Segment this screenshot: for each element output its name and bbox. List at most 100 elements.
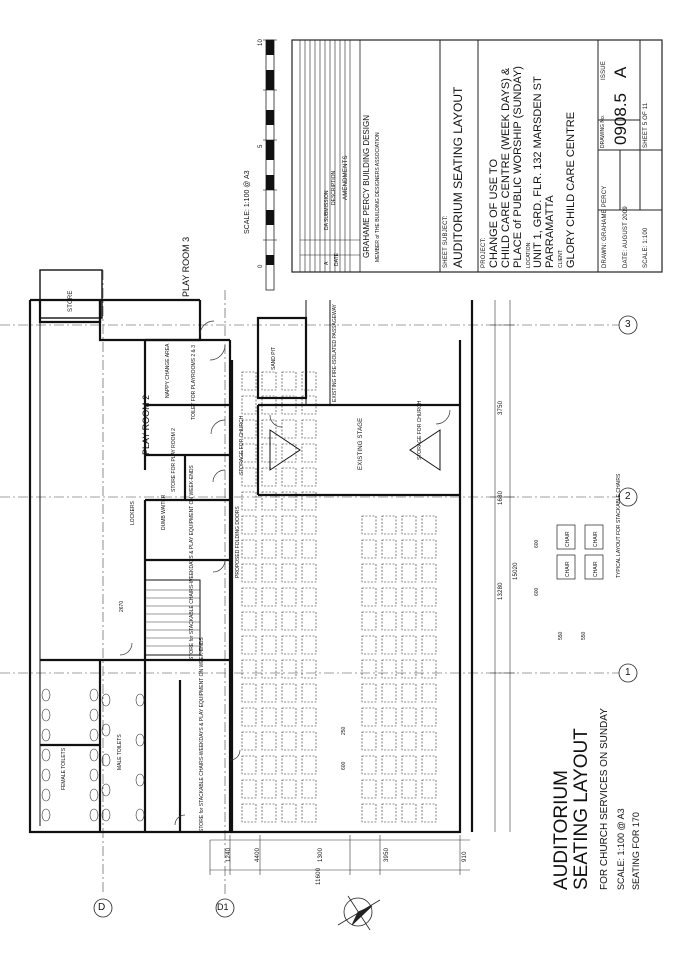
room-female: FEMALE TOILETS (61, 747, 67, 790)
chair-block-120 (421, 611, 437, 631)
chair-block-28 (261, 563, 277, 583)
grid-label-d: D (98, 902, 106, 913)
dim-left-5: 910 (462, 851, 468, 862)
grid-bubble-d1 (215, 898, 235, 918)
chair-block-58 (301, 371, 317, 391)
chair-block-114 (401, 779, 417, 799)
chair-block-109 (401, 659, 417, 679)
chair-block-81 (361, 611, 377, 631)
tb-project-l1: CHANGE OF USE TO (488, 158, 500, 268)
chair-block-106 (401, 587, 417, 607)
chair-block-15 (241, 707, 257, 727)
dim-left-1: 1240 (226, 847, 232, 862)
dim-chair-w-2: 550 (581, 631, 587, 640)
scale-tick-5: 5 (258, 144, 264, 148)
tb-issue-a-small: A (324, 261, 330, 265)
room-store-chairs-2: STORE for STACKABLE CHAIRS-WEEKDAYS & PL… (199, 637, 205, 832)
room-passageway: EXISTING FIRE-ISOLATED PASSAGEWAY (332, 304, 338, 402)
chair-block-12 (241, 635, 257, 655)
chair-block-86 (361, 731, 377, 751)
chair-block-20 (261, 371, 277, 391)
tb-sheet: SHEET 5 OF 11 (643, 102, 649, 148)
chair-block-107 (401, 611, 417, 631)
tb-sheet-subject: AUDITORIUM SEATING LAYOUT (451, 86, 465, 268)
chair-block-26 (261, 515, 277, 535)
chair-block-56 (281, 779, 297, 799)
chair-block-45 (281, 515, 297, 535)
chair-block-92 (381, 563, 397, 583)
chair-block-97 (381, 683, 397, 703)
tb-da-submission: DA SUBMISSION (324, 190, 330, 230)
chair-block-85 (361, 707, 377, 727)
tb-designer: GRAHAME PERCY BUILDING DESIGN (362, 115, 371, 258)
chair-block-73 (301, 731, 317, 751)
scale-label: SCALE: 1:100 @ A3 (244, 170, 251, 234)
tb-client-label: CLIENT: (558, 249, 564, 268)
tb-location-l1: UNIT 1, GRD. FLR. 132 MARSDEN ST (532, 76, 544, 268)
chair-block-53 (281, 707, 297, 727)
chair-block-119 (421, 587, 437, 607)
chair-block-19 (241, 803, 257, 823)
title-seating: SEATING FOR 170 (631, 812, 641, 890)
chair-block-68 (301, 611, 317, 631)
tb-date-small: DATE (334, 253, 340, 266)
grid-bubble-2 (618, 487, 638, 507)
tb-issue-label: ISSUE (601, 60, 607, 80)
chair-block-11 (241, 611, 257, 631)
chair-block-101 (381, 779, 397, 799)
chair-block-84 (361, 683, 377, 703)
chair-block-38 (261, 803, 277, 823)
chair-block-103 (401, 515, 417, 535)
chair-block-5 (241, 467, 257, 487)
chair-block-80 (361, 587, 377, 607)
title-line2: SEATING LAYOUT (571, 728, 592, 890)
chair-block-110 (401, 683, 417, 703)
chair-block-21 (261, 395, 277, 415)
dim-misc: 2670 (119, 600, 125, 612)
chair-block-123 (421, 683, 437, 703)
chair-block-60 (301, 419, 317, 439)
tb-scale: SCALE: 1:100 (643, 227, 649, 268)
chair-block-7 (241, 515, 257, 535)
room-play-room-3: PLAY ROOM 3 (181, 236, 191, 297)
chair-block-71 (301, 683, 317, 703)
chair-block-126 (421, 755, 437, 775)
chair-grid (241, 371, 437, 823)
outer-wall (28, 300, 232, 834)
scale-tick-10: 10 (258, 38, 264, 46)
chair-block-62 (301, 467, 317, 487)
chair-label-1: CHAIR (565, 531, 571, 547)
tb-designer-addr: MEMBER of THE BUILDING DESIGNERS ASSOCIA… (375, 132, 381, 262)
dim-chair-gap-1: 600 (534, 587, 540, 596)
tb-project-l2: CHILD CARE CENTRE (WEEK DAYS) & (500, 67, 512, 268)
chair-block-51 (281, 659, 297, 679)
chair-block-104 (401, 539, 417, 559)
chair-block-29 (261, 587, 277, 607)
dim-top-3: 3750 (498, 400, 504, 415)
room-storage-church-1: STORAGE FOR CHURCH (239, 415, 245, 475)
chair-block-31 (261, 635, 277, 655)
dim-row: 600 (341, 761, 347, 770)
grid-bubble-3 (618, 315, 638, 335)
chair-block-36 (261, 755, 277, 775)
chair-block-6 (241, 491, 257, 511)
chair-block-49 (281, 611, 297, 631)
chair-block-42 (281, 443, 297, 463)
chair-block-47 (281, 563, 297, 583)
room-lockers: LOCKERS (130, 501, 136, 525)
chair-block-17 (241, 755, 257, 775)
chair-block-3 (241, 419, 257, 439)
chair-block-95 (381, 635, 397, 655)
chair-block-128 (421, 803, 437, 823)
chair-block-52 (281, 683, 297, 703)
chair-block-127 (421, 779, 437, 799)
grid-bubble-1 (618, 663, 638, 683)
chair-block-65 (301, 539, 317, 559)
chair-block-9 (241, 563, 257, 583)
tb-date: DATE: AUGUST 2009 (623, 206, 629, 268)
chair-block-93 (381, 587, 397, 607)
chair-block-63 (301, 491, 317, 511)
chair-block-50 (281, 635, 297, 655)
chair-block-117 (421, 539, 437, 559)
